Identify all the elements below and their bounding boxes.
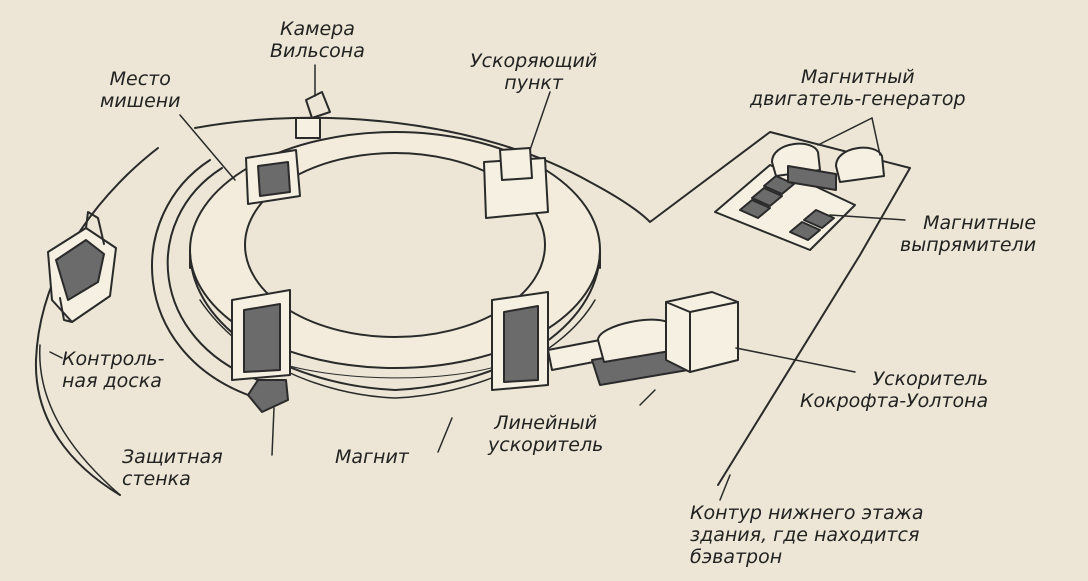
cloud-chamber	[295, 91, 331, 139]
label-building-outline-line2: здания, где находится	[690, 524, 920, 546]
shielding-wall	[151, 159, 289, 413]
control-board	[47, 211, 117, 323]
label-cockcroft-walton: Ускоритель Кокрофта-Уолтона	[800, 368, 988, 412]
label-control-board: Контроль- ная доска	[62, 348, 165, 392]
label-building-outline: Контур нижнего этажа здания, где находит…	[690, 502, 924, 568]
label-accelerating-station-line1: Ускоряющий	[470, 50, 598, 72]
label-magnetic-rectifiers-line1: Магнитные	[923, 212, 1037, 234]
cockcroft-walton-accelerator	[665, 291, 739, 373]
label-shielding-wall-line1: Защитная	[122, 446, 223, 468]
label-magnet-line1: Магнит	[335, 446, 409, 468]
label-target-location-line1: Место	[109, 68, 171, 90]
label-control-board-line1: Контроль-	[62, 348, 165, 370]
label-linear-accelerator: Линейный ускоритель	[488, 412, 603, 456]
label-cloud-chamber: Камера Вильсона	[270, 18, 365, 62]
straight-section-blocks	[231, 147, 549, 391]
label-motor-generator-line2: двигатель-генератор	[750, 88, 966, 110]
magnetic-rectifiers	[714, 164, 856, 251]
label-shielding-wall-line2: стенка	[122, 468, 191, 490]
label-accelerating-station-line2: пункт	[504, 72, 563, 94]
label-target-location: Место мишени	[100, 68, 181, 112]
label-building-outline-line1: Контур нижнего этажа	[690, 502, 924, 524]
label-control-board-line2: ная доска	[62, 370, 162, 392]
label-cloud-chamber-line2: Вильсона	[270, 40, 365, 62]
label-accelerating-station: Ускоряющий пункт	[470, 50, 597, 94]
label-cockcroft-walton-line1: Ускоритель	[872, 368, 989, 390]
label-motor-generator-line1: Магнитный	[800, 66, 915, 88]
label-magnetic-rectifiers-line2: выпрямители	[900, 234, 1037, 256]
label-magnet: Магнит	[335, 446, 409, 468]
label-magnetic-rectifiers: Магнитные выпрямители	[900, 212, 1036, 256]
label-building-outline-line3: бэватрон	[690, 546, 783, 568]
label-shielding-wall: Защитная стенка	[122, 446, 223, 490]
label-linear-accelerator-line2: ускоритель	[488, 434, 604, 456]
label-cockcroft-walton-line2: Кокрофта-Уолтона	[800, 390, 989, 412]
label-linear-accelerator-line1: Линейный	[494, 412, 598, 434]
label-cloud-chamber-line1: Камера	[280, 18, 355, 40]
linear-accelerator	[547, 318, 689, 386]
leader-lines	[49, 64, 906, 501]
motor-generators	[771, 142, 885, 191]
label-target-location-line2: мишени	[100, 90, 181, 112]
label-motor-generator: Магнитный двигатель-генератор	[750, 66, 966, 110]
